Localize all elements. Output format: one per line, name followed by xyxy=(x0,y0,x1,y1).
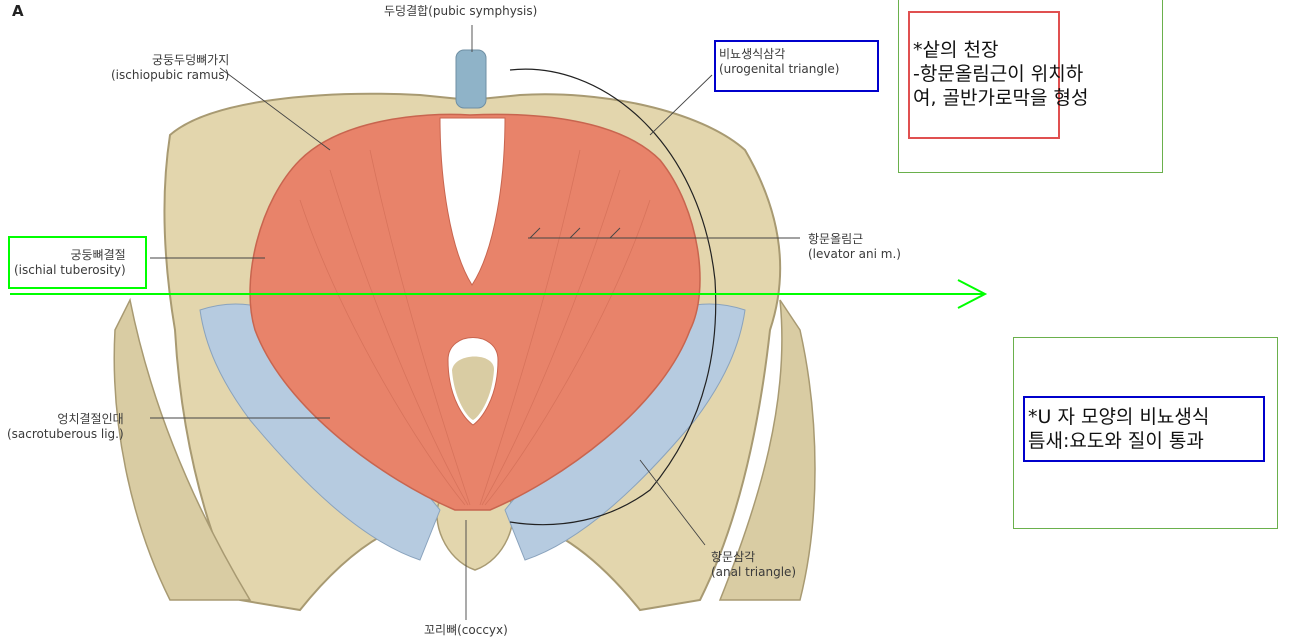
label-anal-triangle-ko: 항문삼각 xyxy=(711,550,756,564)
levator-ani-muscle xyxy=(249,113,701,511)
label-coccyx: 꼬리뼈(coccyx) xyxy=(424,623,508,637)
label-sacrotuberous-lig-ko: 엉치결절인대 xyxy=(57,412,124,426)
muscle-fibers xyxy=(299,149,651,506)
note-bottom-right-line-2: 틈새:요도와 질이 통과 xyxy=(1028,430,1204,452)
note-bottom-right-text: *U 자 모양의 비뇨생식 틈새:요도와 질이 통과 xyxy=(1028,405,1209,453)
note-bottom-right-line-1: *U 자 모양의 비뇨생식 xyxy=(1028,406,1210,428)
panel-letter: A xyxy=(12,2,24,20)
label-sacrotuberous-lig: 엉치결절인대 (sacrotuberous lig.) xyxy=(7,412,124,442)
label-urogenital-triangle-ko: 비뇨생식삼각 xyxy=(719,47,786,61)
label-urogenital-triangle-en: (urogenital triangle) xyxy=(719,62,840,76)
leader-lines xyxy=(150,25,800,620)
note-top-right-line-3: 여, 골반가로막을 형성 xyxy=(913,87,1089,109)
label-ischiopubic-ramus: 궁둥두덩뼈가지 (ischiopubic ramus) xyxy=(111,53,229,83)
note-top-right-line-2: -항문올림근이 위치하 xyxy=(913,63,1084,85)
label-ischiopubic-ramus-en: (ischiopubic ramus) xyxy=(111,68,230,82)
note-top-right-text: *샅의 천장 -항문올림근이 위치하 여, 골반가로막을 형성 xyxy=(913,38,1088,110)
label-ischiopubic-ramus-ko: 궁둥두덩뼈가지 xyxy=(151,53,230,67)
label-ischial-tuberosity-en: (ischial tuberosity) xyxy=(14,263,126,277)
label-urogenital-triangle: 비뇨생식삼각 (urogenital triangle) xyxy=(719,47,839,77)
label-anal-triangle: 항문삼각 (anal triangle) xyxy=(711,550,796,580)
label-levator-ani: 항문올림근 (levator ani m.) xyxy=(808,232,901,262)
note-bottom-right-blue-box xyxy=(1023,396,1265,462)
label-sacrotuberous-lig-en: (sacrotuberous lig.) xyxy=(7,427,124,441)
pubic-symphysis-cartilage xyxy=(455,49,487,109)
label-ischial-tuberosity-ko: 궁둥뼈결절 xyxy=(70,248,126,262)
label-ischial-tuberosity: 궁둥뼈결절 (ischial tuberosity) xyxy=(14,248,126,278)
note-top-right-frame xyxy=(898,0,1163,173)
ischial-tuberosity-highlight-box xyxy=(8,236,147,289)
label-pubic-symphysis: 두덩결합(pubic symphysis) xyxy=(384,4,538,18)
label-anal-triangle-en: (anal triangle) xyxy=(711,565,797,579)
urogenital-hiatus xyxy=(439,117,506,286)
triangle-outline xyxy=(509,68,717,526)
urogenital-triangle-highlight-box xyxy=(714,40,879,92)
note-top-right-line-1: *샅의 천장 xyxy=(913,39,999,61)
note-top-right-red-box xyxy=(908,11,1060,139)
label-levator-ani-ko: 항문올림근 xyxy=(808,232,864,246)
anal-hiatus xyxy=(447,337,499,426)
note-bottom-right-frame xyxy=(1013,337,1278,529)
label-levator-ani-en: (levator ani m.) xyxy=(808,247,901,261)
